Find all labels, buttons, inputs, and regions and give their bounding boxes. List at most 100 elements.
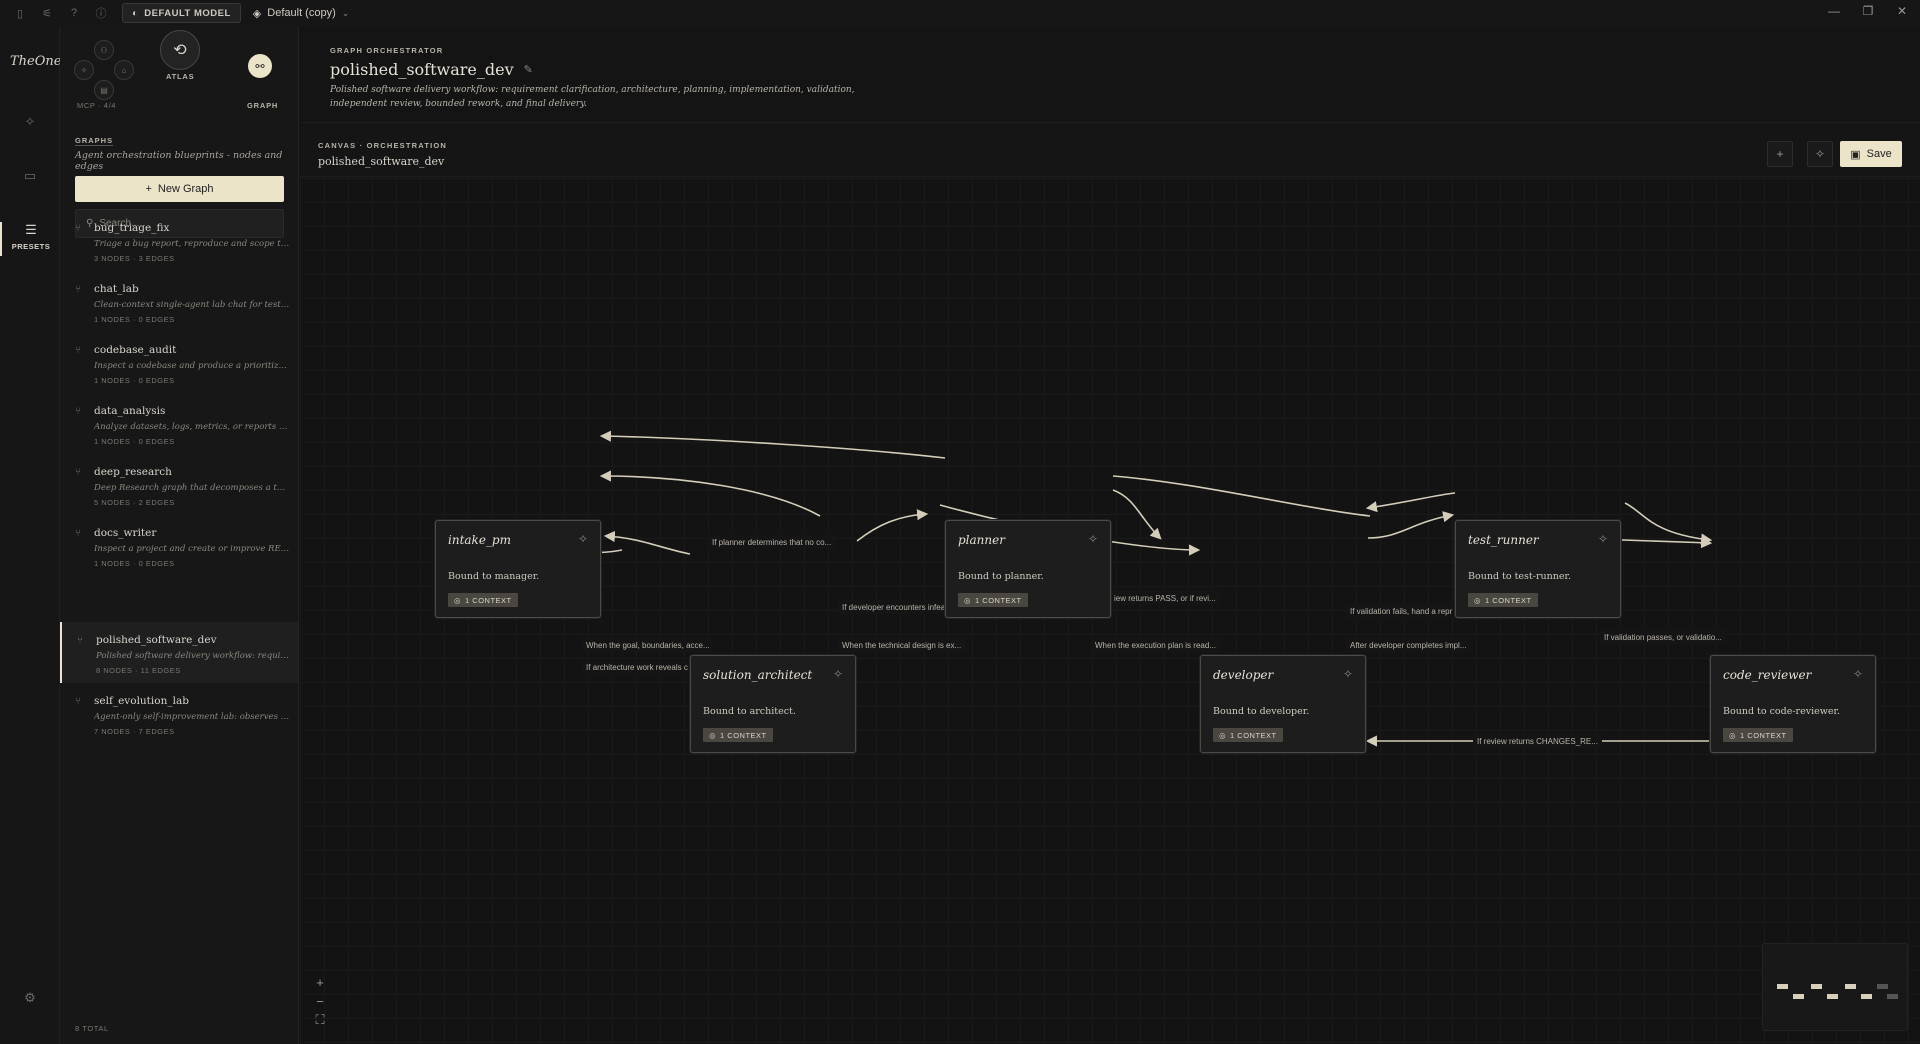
title-bar: ▯ ⚟ ? ⓘ ◐ DEFAULT MODEL ◈ Default (copy)…: [0, 0, 1920, 26]
default-model-button[interactable]: ◐ DEFAULT MODEL: [122, 3, 241, 23]
minus-icon: −: [316, 993, 324, 1009]
edge-label[interactable]: If architecture work reveals c: [582, 660, 692, 674]
save-button[interactable]: ▣ Save: [1840, 141, 1902, 167]
graphs-sidebar: ⚇ ✧ ⌂ ▤ MCP · 4/4 ⟲ ATLAS ⚯ GRAPH GRAPHS…: [60, 26, 299, 1044]
search-input[interactable]: [99, 218, 270, 229]
fit-view-button[interactable]: ⛶: [312, 1012, 328, 1028]
edge-label[interactable]: If developer encounters infeasib...: [838, 600, 967, 614]
context-icon: ◎: [1219, 730, 1227, 740]
node-intake-pm[interactable]: intake_pm ✧ Bound to manager. ◎1 CONTEXT: [435, 520, 601, 618]
sparkle-icon[interactable]: ✧: [1087, 532, 1098, 546]
save-icon: ▣: [1850, 148, 1861, 161]
plus-icon: +: [145, 183, 152, 195]
sparkle-icon[interactable]: ✧: [1342, 667, 1353, 681]
edge-label[interactable]: When the execution plan is read...: [1091, 638, 1220, 652]
graph-header: GRAPH ORCHESTRATOR polished_software_dev…: [300, 26, 1920, 122]
chevron-down-icon: ⌄: [341, 7, 350, 18]
edge-label[interactable]: If validation fails, hand a repr: [1346, 604, 1457, 618]
mcp-cluster[interactable]: ⚇ ✧ ⌂ ▤: [70, 30, 140, 110]
graph-list-item[interactable]: ⑂ self_evolution_lab Agent-only self-imp…: [75, 695, 290, 736]
mcp-server-icon[interactable]: ⚇: [94, 40, 114, 60]
header-kicker: GRAPH ORCHESTRATOR: [330, 46, 444, 55]
graph-canvas[interactable]: If planner determines that no co... If d…: [300, 178, 1920, 1044]
rail-agents-button[interactable]: ✧: [0, 114, 60, 130]
context-icon: ◎: [1729, 730, 1737, 740]
edge-architect-to-intake: [603, 530, 691, 555]
branch-icon: ⑂: [75, 406, 81, 417]
sparkle-icon[interactable]: ✧: [577, 532, 588, 546]
search-icon: ⚲: [86, 218, 94, 229]
minimap-node: [1861, 994, 1872, 999]
edge-label[interactable]: If review returns CHANGES_RE...: [1473, 734, 1602, 748]
node-developer[interactable]: developer ✧ Bound to developer. ◎1 CONTE…: [1200, 655, 1366, 753]
graph-list-item[interactable]: ⑂ docs_writer Inspect a project and crea…: [75, 527, 290, 568]
edge-label[interactable]: iew returns PASS, or if revi...: [1110, 591, 1220, 605]
graph-list-item[interactable]: ⑂ deep_research Deep Research graph that…: [75, 466, 290, 507]
context-badge: ◎1 CONTEXT: [1213, 728, 1283, 742]
graph-search[interactable]: ⚲: [75, 209, 284, 238]
atlas-button[interactable]: ⟲: [160, 30, 200, 70]
close-icon[interactable]: ✕: [1896, 4, 1908, 18]
help-icon[interactable]: ?: [70, 7, 78, 19]
node-test-runner[interactable]: test_runner ✧ Bound to test-runner. ◎1 C…: [1455, 520, 1621, 618]
context-badge: ◎1 CONTEXT: [448, 593, 518, 607]
minimap-node: [1887, 994, 1898, 999]
zoom-out-button[interactable]: −: [312, 993, 328, 1009]
minimize-icon[interactable]: —: [1828, 4, 1840, 18]
add-node-button[interactable]: +: [1767, 141, 1793, 167]
node-planner[interactable]: planner ✧ Bound to planner. ◎1 CONTEXT: [945, 520, 1111, 618]
context-icon: ◎: [709, 730, 717, 740]
branch-icon: ⑂: [75, 345, 81, 356]
mcp-server-icon[interactable]: ▤: [94, 80, 114, 100]
layers-icon: ◈: [252, 7, 262, 20]
settings-button[interactable]: ⚙: [0, 990, 60, 1006]
minimap-node: [1827, 994, 1838, 999]
edge-label[interactable]: After developer completes impl...: [1346, 638, 1471, 652]
mcp-server-icon[interactable]: ⌂: [114, 60, 134, 80]
canvas-title: polished_software_dev: [318, 155, 445, 168]
gear-icon: ⚙: [24, 990, 36, 1005]
sparkle-icon: ✧: [24, 114, 36, 129]
edge-architect-to-planner: [856, 509, 929, 542]
sparkle-icon[interactable]: ✧: [832, 667, 843, 681]
model-icon: ◐: [132, 7, 139, 19]
sparkle-icon: ✧: [1814, 147, 1826, 161]
sliders-icon[interactable]: ⚟: [42, 7, 52, 20]
graph-total-count: 8 TOTAL: [75, 1024, 109, 1033]
sidebar-toggle-icon[interactable]: ▯: [16, 7, 24, 20]
fit-view-icon: ⛶: [315, 1012, 325, 1027]
maximize-icon[interactable]: ❐: [1862, 4, 1874, 18]
graph-list-item[interactable]: ⑂ bug_triage_fix Triage a bug report, re…: [75, 222, 290, 263]
zoom-in-button[interactable]: +: [312, 974, 328, 990]
graph-list-item[interactable]: ⑂ data_analysis Analyze datasets, logs, …: [75, 405, 290, 446]
minimap[interactable]: [1762, 943, 1908, 1031]
context-icon: ◎: [964, 595, 972, 605]
graphs-subtitle: Agent orchestration blueprints - nodes a…: [75, 150, 283, 172]
context-badge: ◎1 CONTEXT: [703, 728, 773, 742]
info-icon[interactable]: ⓘ: [95, 8, 107, 20]
edge-label[interactable]: When the technical design is ex...: [838, 638, 966, 652]
branch-icon: ⑂: [75, 223, 81, 234]
preset-selector[interactable]: ◈ Default (copy) ⌄: [252, 7, 350, 20]
edit-pencil-icon[interactable]: ✎: [523, 63, 533, 76]
graph-list-item-active[interactable]: ⑂ polished_software_dev Polished softwar…: [60, 622, 298, 683]
branch-icon: ⑂: [75, 528, 81, 539]
node-code-reviewer[interactable]: code_reviewer ✧ Bound to code-reviewer. …: [1710, 655, 1876, 753]
graph-button[interactable]: ⚯: [248, 54, 272, 78]
branch-icon: ⑂: [77, 635, 83, 646]
new-graph-button[interactable]: + New Graph: [75, 176, 284, 202]
graph-list-item[interactable]: ⑂ chat_lab Clean-context single-agent la…: [75, 283, 290, 324]
mcp-server-icon[interactable]: ✧: [74, 60, 94, 80]
rail-presets-button[interactable]: ☰ PRESETS: [0, 222, 60, 256]
auto-layout-button[interactable]: ✧: [1807, 141, 1833, 167]
edge-label[interactable]: If validation passes, or validatio...: [1600, 630, 1726, 644]
edge-label[interactable]: When the goal, boundaries, acce...: [582, 638, 712, 652]
edge-label[interactable]: If planner determines that no co...: [708, 535, 836, 549]
folder-icon: ▭: [23, 168, 37, 183]
edge-test-to-reviewer: [1624, 502, 1713, 545]
node-solution-architect[interactable]: solution_architect ✧ Bound to architect.…: [690, 655, 856, 753]
sparkle-icon[interactable]: ✧: [1852, 667, 1863, 681]
rail-files-button[interactable]: ▭: [0, 168, 60, 184]
sparkle-icon[interactable]: ✧: [1597, 532, 1608, 546]
graph-list-item[interactable]: ⑂ codebase_audit Inspect a codebase and …: [75, 344, 290, 385]
